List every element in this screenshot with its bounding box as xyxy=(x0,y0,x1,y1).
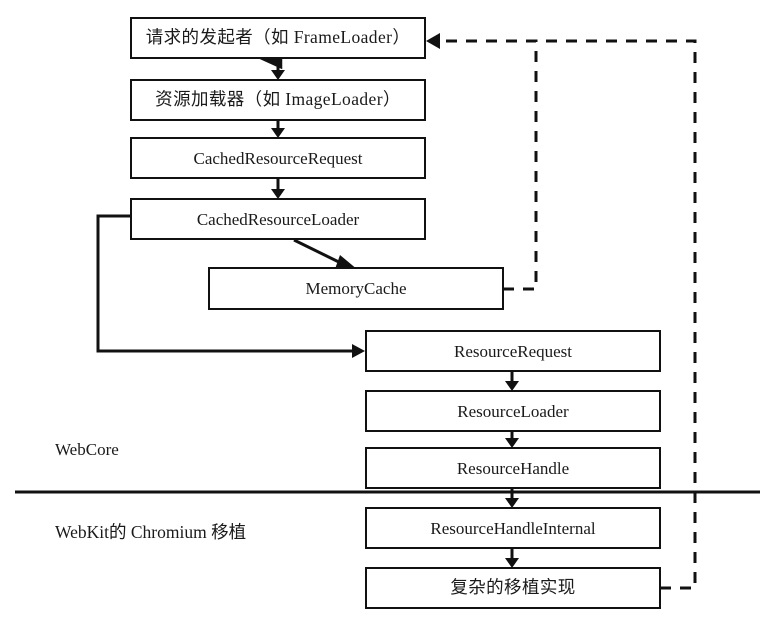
edge-arrowhead-6 xyxy=(505,381,519,391)
node-resource-handle-internal[interactable]: ResourceHandleInternal xyxy=(365,507,661,549)
node-label: ResourceRequest xyxy=(453,341,573,361)
edge-arrowhead-1 xyxy=(271,70,285,80)
edge-dashed-arrowhead xyxy=(426,33,440,49)
node-complex-port-impl[interactable]: 复杂的移植实现 xyxy=(365,567,661,609)
node-label: CachedResourceLoader xyxy=(196,209,360,229)
edge-arrowhead-3 xyxy=(271,189,285,199)
node-resource-request[interactable]: ResourceRequest xyxy=(365,330,661,372)
edge-arrowhead-7 xyxy=(505,438,519,448)
node-memory-cache[interactable]: MemoryCache xyxy=(208,267,504,310)
node-resource-loader[interactable]: ResourceLoader xyxy=(365,390,661,432)
node-label: 复杂的移植实现 xyxy=(450,577,576,598)
edge-dashed-portimpl-feedback xyxy=(540,39,697,590)
edge-arrowhead-2 xyxy=(271,128,285,138)
node-resource-loader-cn[interactable]: 资源加载器（如 ImageLoader） xyxy=(130,79,426,121)
node-label: ResourceHandle xyxy=(456,458,570,478)
edge-arrowhead-4 xyxy=(335,255,358,270)
node-label: CachedResourceRequest xyxy=(193,148,363,168)
node-cached-resource-request[interactable]: CachedResourceRequest xyxy=(130,137,426,179)
node-label: ResourceHandleInternal xyxy=(430,518,596,538)
edge-arrowhead-8 xyxy=(505,498,519,508)
node-label: 请求的发起者（如 FrameLoader） xyxy=(145,27,411,48)
node-label: ResourceLoader xyxy=(457,401,569,421)
zone-label-chromium-port: WebKit的 Chromium 移植 xyxy=(55,522,247,542)
edge-dashed-memorycache-feedback xyxy=(434,39,538,291)
node-request-initiator[interactable]: 请求的发起者（如 FrameLoader） xyxy=(130,17,426,59)
node-label: MemoryCache xyxy=(305,279,407,298)
zone-label-webcore: WebCore xyxy=(55,440,119,459)
edge-arrow-5-route xyxy=(96,214,354,353)
node-cached-resource-loader[interactable]: CachedResourceLoader xyxy=(130,198,426,240)
edge-arrowhead-5 xyxy=(352,344,365,358)
edge-arrowhead-9 xyxy=(505,558,519,568)
node-resource-handle[interactable]: ResourceHandle xyxy=(365,447,661,489)
node-label: 资源加载器（如 ImageLoader） xyxy=(155,89,401,110)
